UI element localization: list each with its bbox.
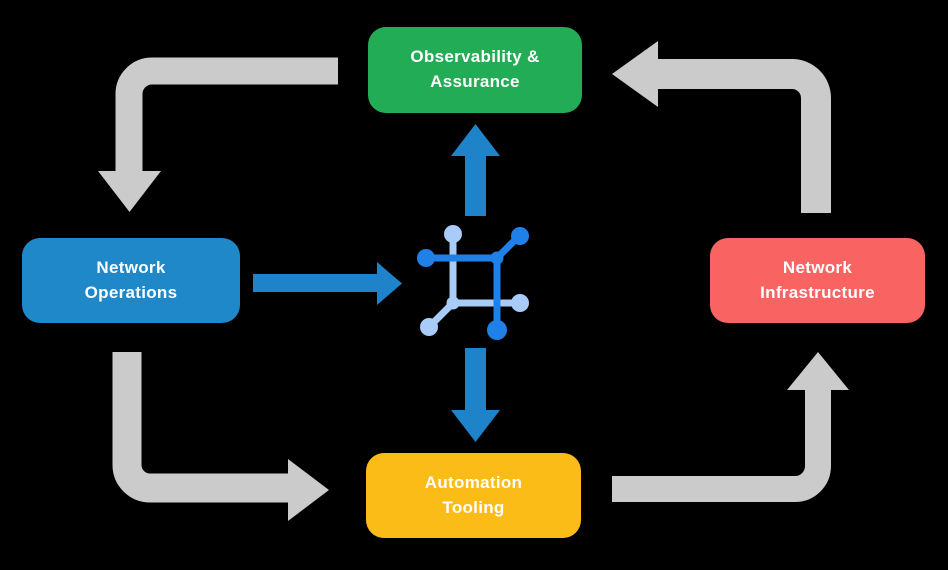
arrowhead-down-icon <box>451 410 500 442</box>
icon-dark-bottom-node <box>487 320 507 340</box>
arrow-infrastructure-to-observability <box>612 41 831 213</box>
arrow-center-to-observability <box>451 124 500 216</box>
arrowhead-down-icon <box>98 171 161 212</box>
node-network-infrastructure: Network Infrastructure <box>710 238 925 323</box>
node-observability-label: Observability & Assurance <box>410 47 540 91</box>
icon-light-top-node <box>444 225 462 243</box>
arrowhead-left-icon <box>612 41 658 107</box>
icon-dark-joint <box>490 251 504 265</box>
node-automation-tooling: Automation Tooling <box>366 453 581 538</box>
icon-light-joint <box>446 296 460 310</box>
node-network-operations: Network Operations <box>22 238 240 323</box>
icon-dark-corner-node <box>511 227 529 245</box>
network-automation-icon <box>417 225 529 340</box>
arrowhead-up-icon <box>451 124 500 156</box>
arrow-shaft <box>115 57 338 173</box>
arrow-observability-to-operations <box>98 57 338 212</box>
arrowhead-up-icon <box>787 352 849 390</box>
arrowhead-right-icon <box>377 262 402 305</box>
node-observability-assurance: Observability & Assurance <box>368 27 582 113</box>
arrowhead-right-icon <box>288 459 329 521</box>
arrow-shaft <box>112 352 289 503</box>
arrow-shaft <box>612 390 831 502</box>
arrow-operations-to-center <box>253 262 402 305</box>
icon-light-right-node <box>511 294 529 312</box>
node-automation-label: Automation Tooling <box>424 472 523 517</box>
arrow-center-to-automation <box>451 348 500 442</box>
node-operations-label: Network Operations <box>84 257 178 302</box>
arrow-operations-to-automation <box>112 352 329 521</box>
icon-light-corner-node <box>420 318 438 336</box>
icon-dark-left-node <box>417 249 435 267</box>
arrow-automation-to-infrastructure <box>612 352 849 502</box>
arrow-shaft <box>658 59 831 213</box>
node-infrastructure-label: Network Infrastructure <box>760 257 875 302</box>
